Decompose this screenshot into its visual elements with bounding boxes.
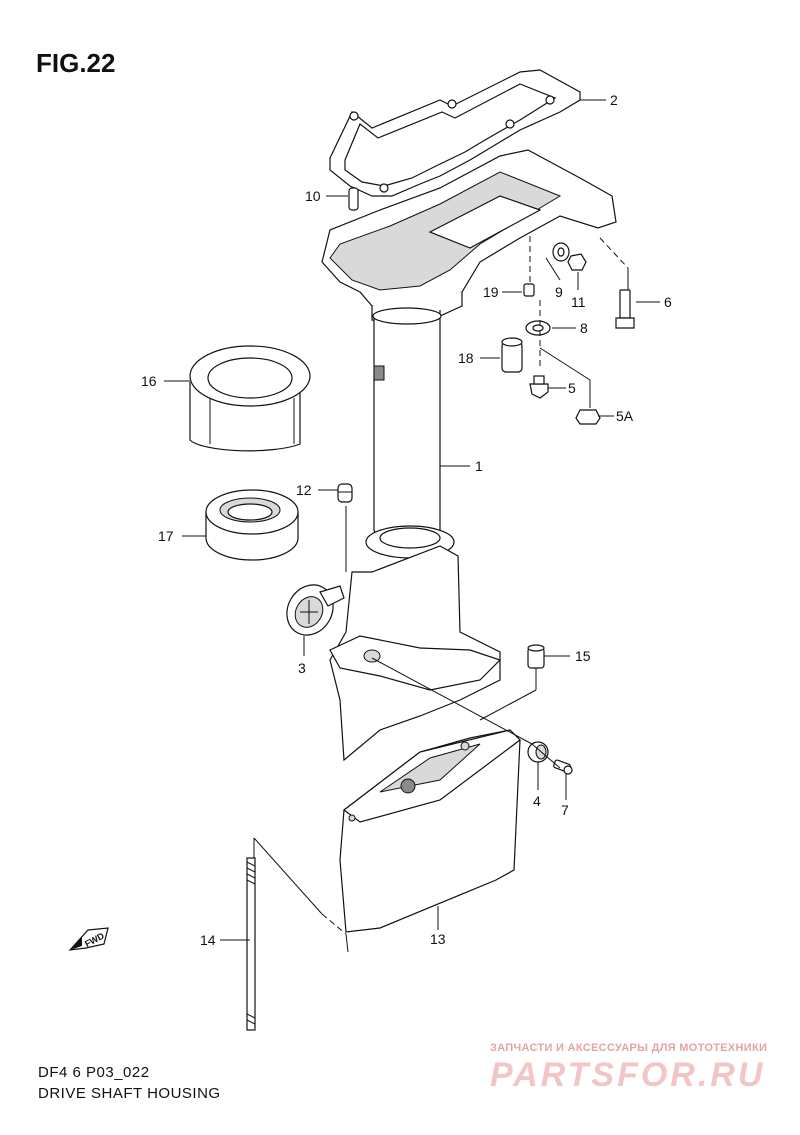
part-3-cover[interactable]: [278, 576, 345, 643]
callout-11: 11: [571, 294, 586, 310]
part-19-bolt[interactable]: [523, 283, 535, 297]
part-9-washer[interactable]: [552, 242, 570, 262]
part-11-nut[interactable]: [567, 253, 587, 271]
assembly-lines: [253, 236, 629, 953]
part-2-gasket[interactable]: [329, 69, 581, 197]
callout-7: 7: [561, 802, 569, 818]
callout-1: 1: [475, 458, 483, 474]
diagram-code: DF4 6 P03_022: [38, 1064, 150, 1081]
callout-12: 12: [296, 482, 312, 498]
fwd-arrow-icon: FWD: [68, 927, 109, 951]
part-8-washer[interactable]: [525, 320, 551, 336]
callout-leaders: [164, 99, 660, 941]
part-1-drive-shaft-housing[interactable]: [321, 149, 617, 762]
part-7-screw[interactable]: [553, 759, 573, 775]
part-12-grommet[interactable]: [337, 483, 353, 503]
callout-18: 18: [458, 350, 474, 366]
callout-8: 8: [580, 320, 588, 336]
callout-14: 14: [200, 932, 216, 948]
part-10-pin[interactable]: [348, 187, 359, 211]
part-6-bolt[interactable]: [615, 289, 635, 329]
figure-title: FIG.22: [36, 48, 116, 78]
part-5a-fitting[interactable]: [575, 409, 601, 425]
callout-13: 13: [430, 931, 446, 947]
part-5-fitting[interactable]: [529, 375, 549, 399]
part-14-stud[interactable]: [246, 857, 256, 1031]
callout-9: 9: [555, 284, 563, 300]
part-17-seal[interactable]: [205, 489, 299, 561]
callout-15: 15: [575, 648, 591, 664]
watermark-logo: PARTSFOR.RU: [490, 1056, 766, 1094]
callout-2: 2: [610, 92, 618, 108]
part-4-cap[interactable]: [527, 741, 549, 763]
watermark-tagline: ЗАПЧАСТИ И АКСЕССУАРЫ ДЛЯ МОТОТЕХНИКИ: [490, 1042, 768, 1054]
callout-19: 19: [483, 284, 499, 300]
part-13-extension-case[interactable]: [339, 729, 521, 933]
callout-5: 5: [568, 380, 576, 396]
callout-17: 17: [158, 528, 174, 544]
diagram-subtitle: DRIVE SHAFT HOUSING: [38, 1085, 221, 1102]
part-18-nipple[interactable]: [501, 337, 523, 373]
callout-6: 6: [664, 294, 672, 310]
callout-10: 10: [305, 188, 321, 204]
callout-16: 16: [141, 373, 157, 389]
part-16-bushing[interactable]: [189, 345, 311, 452]
callout-3: 3: [298, 660, 306, 676]
part-15-sleeve[interactable]: [527, 644, 545, 669]
callout-5a: 5A: [616, 408, 634, 424]
callout-4: 4: [533, 793, 541, 809]
